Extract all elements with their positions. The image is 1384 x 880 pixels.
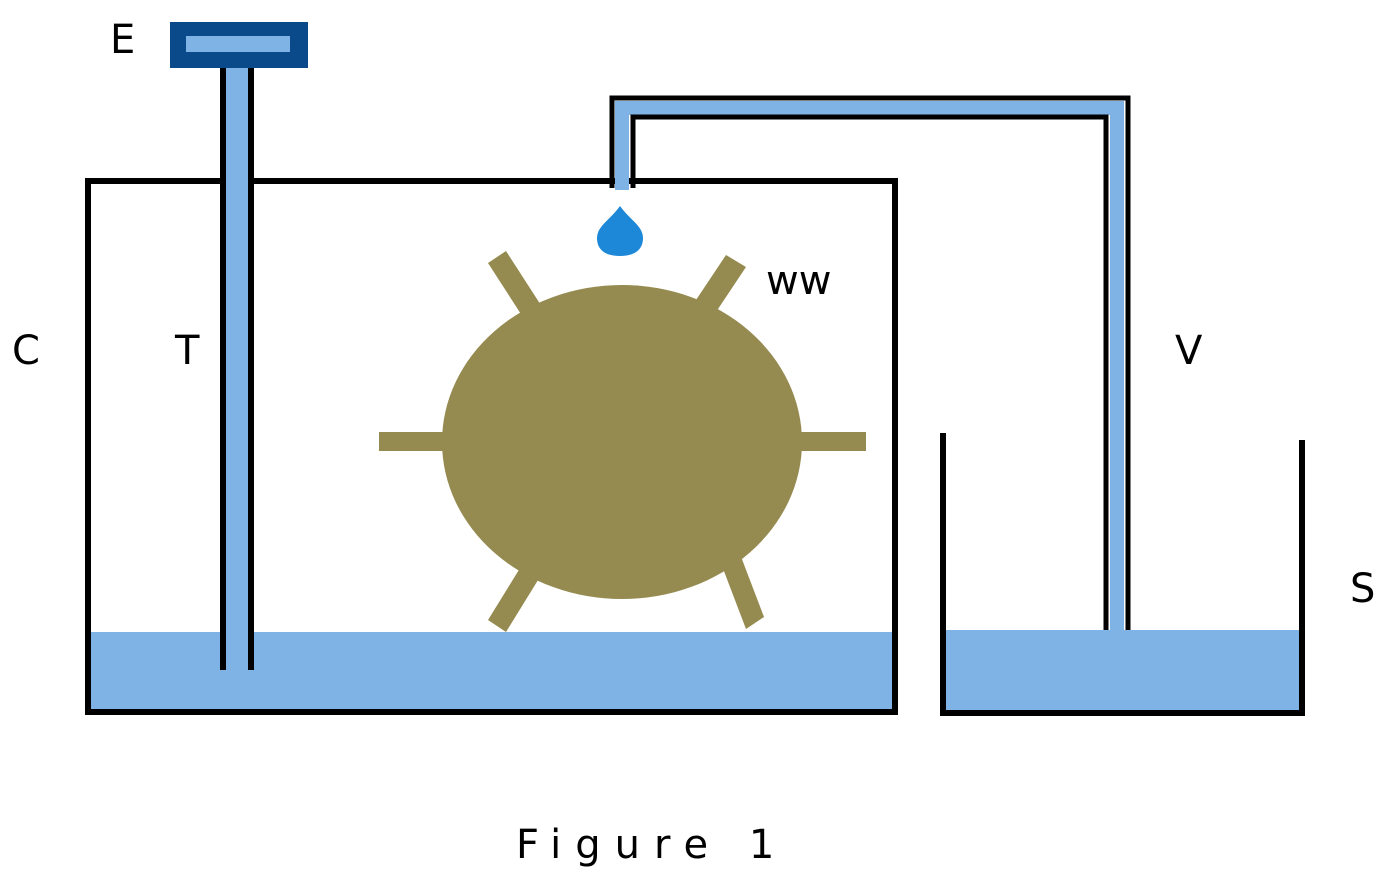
tube-t	[220, 66, 254, 670]
tank-s-water	[944, 630, 1300, 712]
wheel-spoke-top-right	[694, 255, 746, 315]
pipe-v-water	[615, 101, 1124, 658]
label-t: T	[174, 328, 200, 374]
label-c: C	[12, 328, 40, 374]
tank-s	[940, 433, 1305, 716]
device-e	[170, 22, 308, 68]
device-e-window	[186, 36, 290, 52]
wheel-hub	[442, 285, 802, 599]
pipe-v-outer-wall	[609, 95, 1131, 659]
water-wheel	[379, 251, 866, 632]
wheel-spoke-right	[790, 432, 866, 451]
water-drop	[597, 206, 643, 256]
pipe-v-inner-wall	[630, 114, 1109, 657]
chamber-c-wall	[85, 178, 898, 715]
wheel-spoke-left	[379, 432, 451, 451]
label-e: E	[110, 17, 135, 63]
figure-caption: Figure 1	[516, 822, 788, 868]
tank-s-wall	[940, 433, 1305, 716]
pipe-v	[609, 95, 1131, 659]
chamber-c-water	[89, 632, 894, 712]
wheel-spoke-bottom-left	[488, 560, 543, 632]
tube-t-water	[226, 68, 248, 670]
label-s: S	[1350, 566, 1375, 612]
label-ww: ww	[766, 258, 831, 304]
wheel-spoke-bottom-right	[722, 554, 764, 629]
label-v: V	[1175, 328, 1203, 374]
